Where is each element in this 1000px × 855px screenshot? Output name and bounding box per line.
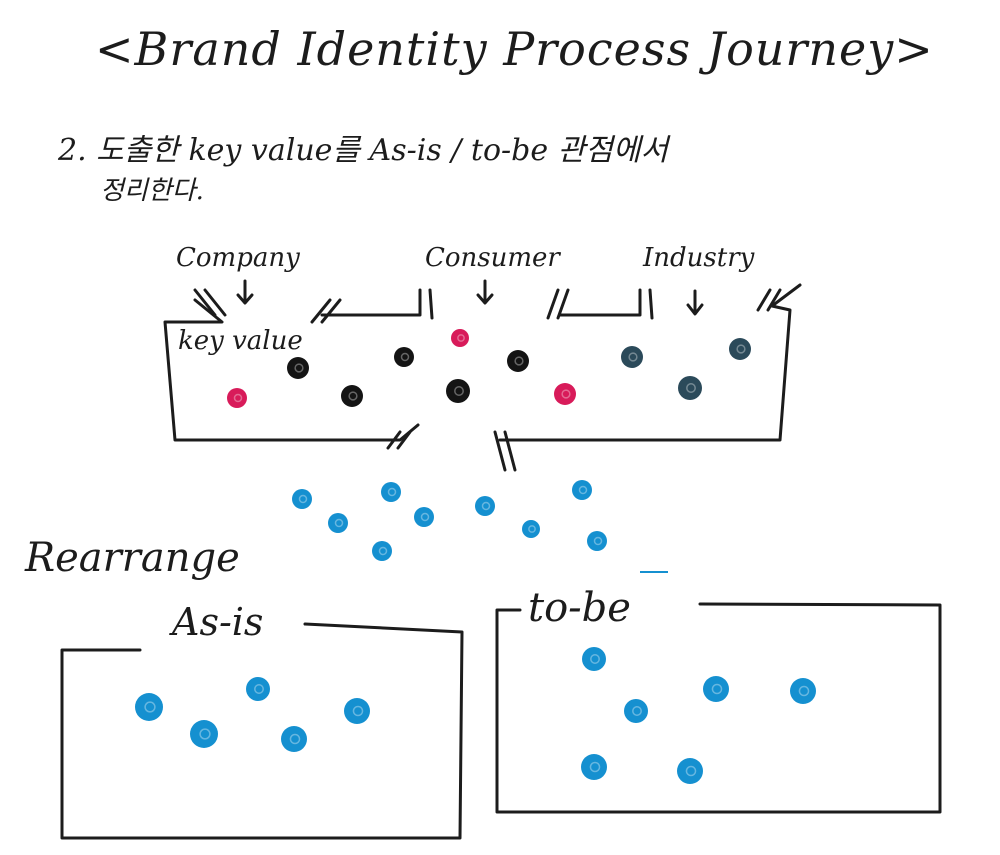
tobe-box <box>495 602 942 814</box>
funnel-arrow-right <box>756 288 782 312</box>
funnel-spout-left <box>386 430 412 450</box>
scattered-dot <box>475 496 495 516</box>
source-consumer-label: Consumer <box>425 243 560 273</box>
key-dot <box>394 347 414 367</box>
scattered-dot <box>292 489 312 509</box>
tobe-label: to-be <box>528 585 631 631</box>
key-dot <box>507 350 529 372</box>
key-dot <box>621 346 643 368</box>
key-value-label: key value <box>178 326 303 356</box>
asis-dot <box>135 693 163 721</box>
source-industry-label: Industry <box>643 243 755 273</box>
scattered-dot <box>381 482 401 502</box>
funnel-arrow-mid-left <box>310 288 434 324</box>
tobe-dot <box>582 647 606 671</box>
rearrange-label: Rearrange <box>25 535 240 581</box>
key-dot <box>729 338 751 360</box>
source-company-label: Company <box>176 243 300 273</box>
funnel-arrow-mid-right <box>546 288 654 320</box>
tobe-dot <box>581 754 607 780</box>
scattered-dot <box>572 480 592 500</box>
subtitle-line-1: 2. 도출한 key value를 As-is / to-be 관점에서 <box>58 133 669 168</box>
asis-dot <box>344 698 370 724</box>
asis-label: As-is <box>172 600 264 644</box>
scattered-dot <box>328 513 348 533</box>
page-title: <Brand Identity Process Journey> <box>95 22 934 76</box>
funnel-spout-right <box>493 430 517 472</box>
funnel-arrow-left <box>193 288 227 317</box>
tobe-dot <box>703 676 729 702</box>
key-dot <box>287 357 309 379</box>
key-value-box <box>163 283 802 442</box>
tobe-dot <box>624 699 648 723</box>
key-dot <box>446 379 470 403</box>
asis-dot <box>281 726 307 752</box>
arrow-industry <box>686 289 704 316</box>
arrow-consumer <box>476 279 494 305</box>
tobe-dot <box>677 758 703 784</box>
asis-dot <box>246 677 270 701</box>
asis-box <box>60 622 464 840</box>
scattered-dot <box>372 541 392 561</box>
subtitle-line-2: 정리한다. <box>100 176 204 206</box>
key-dot <box>554 383 576 405</box>
key-dot <box>451 329 469 347</box>
tobe-dot <box>790 678 816 704</box>
asis-dot <box>190 720 218 748</box>
key-dot <box>678 376 702 400</box>
scattered-dot <box>522 520 540 538</box>
scattered-dot <box>587 531 607 551</box>
arrow-company <box>236 279 254 305</box>
scattered-dot <box>414 507 434 527</box>
key-dot <box>227 388 247 408</box>
key-dot <box>341 385 363 407</box>
